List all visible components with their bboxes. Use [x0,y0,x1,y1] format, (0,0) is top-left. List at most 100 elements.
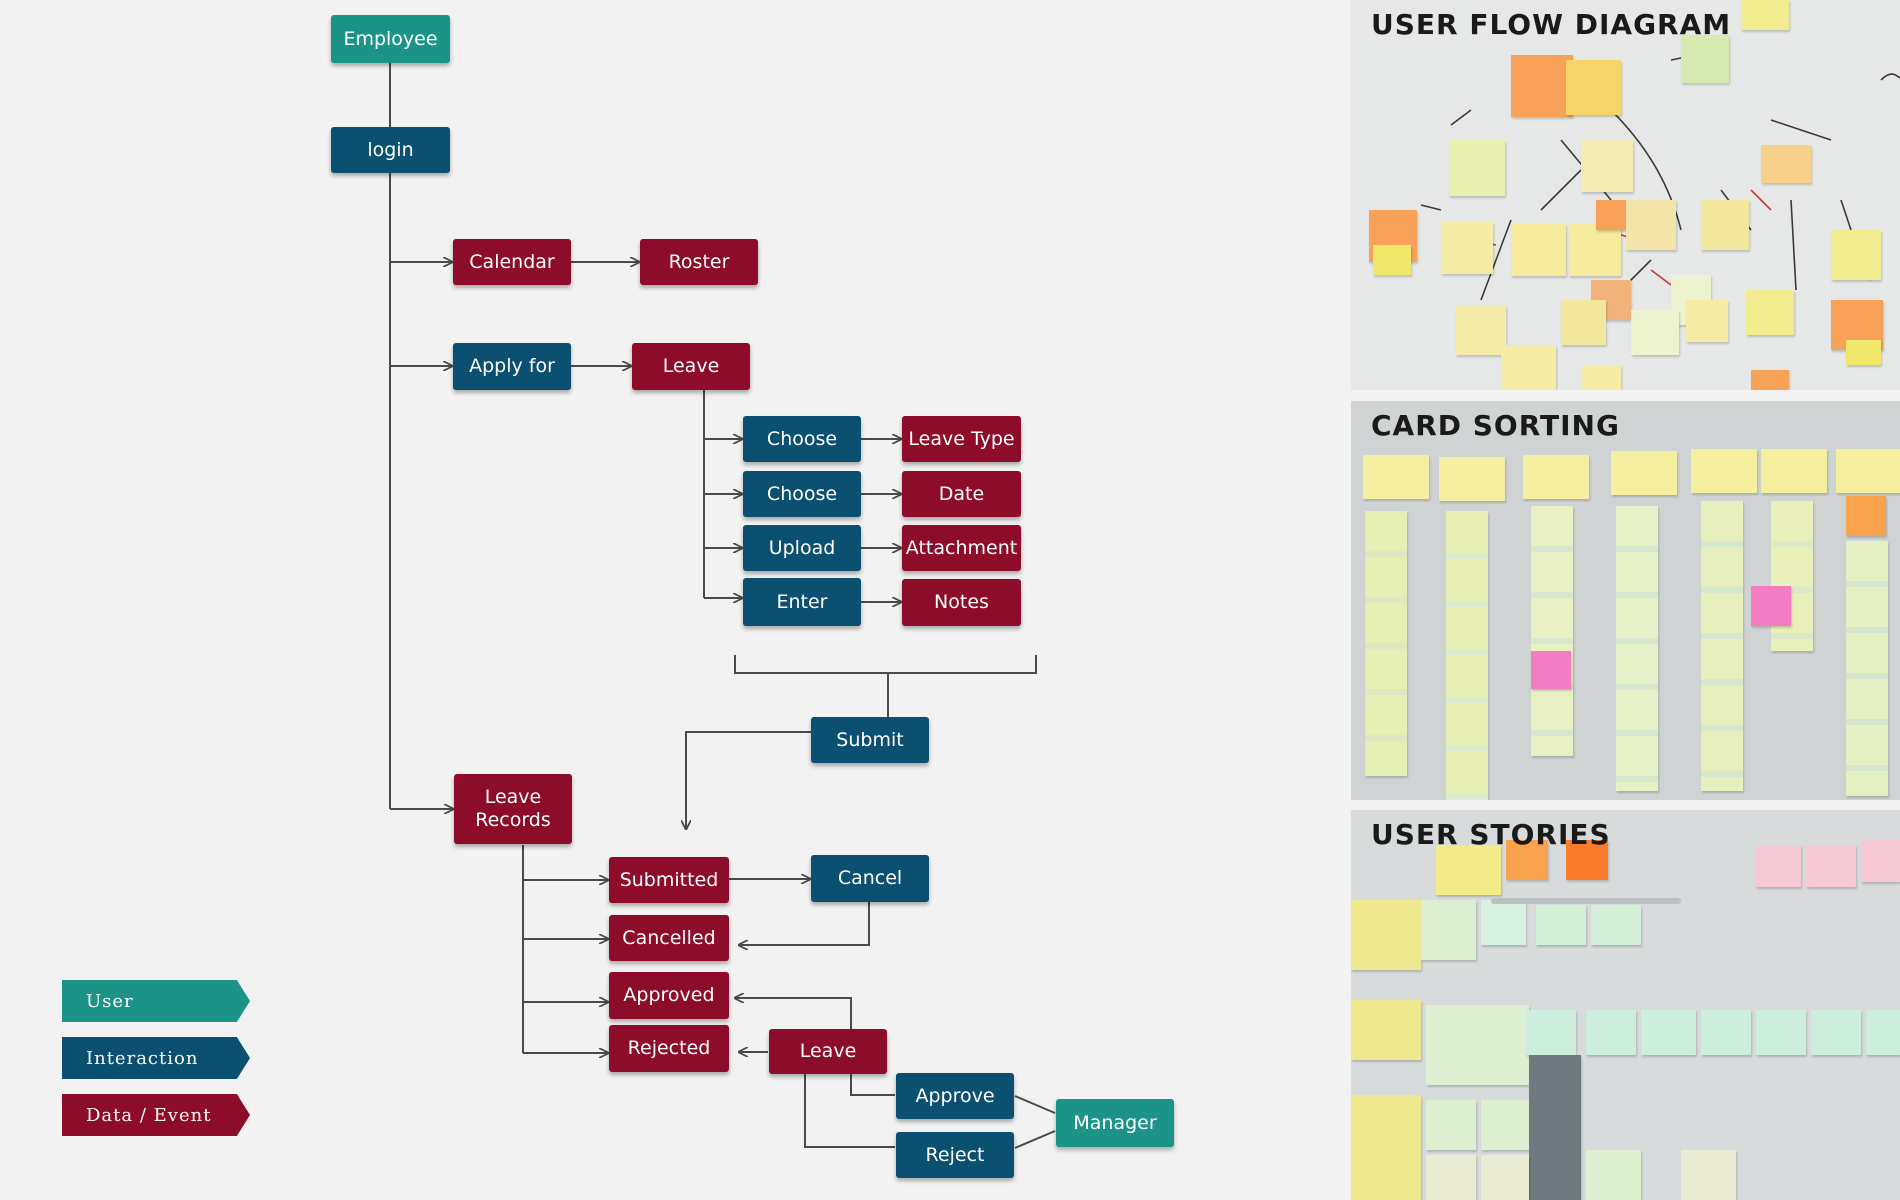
node-reject: Reject [896,1132,1014,1178]
node-cancelled: Cancelled [609,915,729,961]
sticky-note [1441,222,1493,274]
sticky-note [1531,651,1571,689]
sticky-note [1449,140,1505,196]
node-leave: Leave [632,343,750,390]
card-column-header [1836,449,1900,493]
node-approve: Approve [896,1073,1014,1119]
sticky-note [1581,365,1621,390]
arrow-submit-records [686,731,811,829]
sticky-note [1861,840,1900,882]
sticky-note [1481,1155,1529,1200]
sticky-note [1511,224,1566,276]
sticky-note [1456,305,1506,355]
sticky-note [1746,290,1794,335]
sticky-note [1756,845,1801,887]
sticky-note [1846,541,1888,796]
node-manager: Manager [1056,1099,1174,1147]
sticky-note [1641,1010,1696,1055]
legend-interaction: Interaction [62,1037,250,1079]
node-rejected: Rejected [609,1025,729,1072]
node-upload: Upload [743,525,861,571]
node-approved: Approved [609,972,729,1019]
panel-title-user-flow: USER FLOW DIAGRAM [1371,8,1732,41]
node-choose-date: Choose [743,471,861,517]
sticky-note [1771,501,1813,651]
panel-card-sorting-photo: CARD SORTING [1351,401,1900,800]
card-column-header [1439,457,1505,501]
panel-title-user-stories: USER STORIES [1371,818,1611,851]
sticky-note [1701,1010,1751,1055]
sticky-note [1591,905,1641,945]
sticky-note [1751,586,1791,626]
sticky-note [1756,1010,1806,1055]
sticky-note [1481,1005,1529,1085]
sticky-note [1741,0,1789,30]
sticky-note [1531,506,1573,756]
sticky-note [1351,900,1421,970]
sticky-note [1681,35,1729,83]
sticky-note [1446,511,1488,800]
sticky-note [1566,60,1621,115]
sticky-note [1616,506,1658,791]
sticky-note [1626,200,1676,250]
bracket [734,655,1037,674]
sticky-note [1481,1100,1529,1150]
node-login: login [331,127,450,173]
sticky-note [1846,496,1886,536]
sticky-note [1581,140,1633,192]
sticky-note [1351,1000,1421,1060]
node-cancel: Cancel [811,855,929,902]
connector-manager-approve [1014,1095,1056,1114]
node-submit: Submit [811,717,929,763]
node-calendar: Calendar [453,239,571,285]
sticky-note [1536,905,1586,945]
sticky-note [1529,1055,1581,1200]
sticky-note [1436,845,1501,895]
card-column-header [1363,455,1429,499]
legend-user: User [62,980,250,1022]
sticky-note [1351,1150,1421,1200]
node-leave-type: Leave Type [902,416,1021,462]
card-column-header [1761,449,1827,493]
sticky-note [1831,230,1881,280]
ruler [1491,898,1681,904]
sticky-note [1681,1150,1736,1200]
connector-leave-reject [804,1074,895,1148]
sticky-note [1701,501,1743,791]
card-column-header [1611,451,1677,495]
node-leave-records: Leave Records [454,774,572,844]
panel-user-flow-photo: USER FLOW DIAGRAM [1351,0,1900,390]
node-choose-type: Choose [743,416,861,462]
whiteboard-sketch [1420,54,1900,301]
node-notes: Notes [902,579,1021,626]
card-column-header [1691,449,1757,493]
node-enter: Enter [743,578,861,626]
node-apply-for: Apply for [453,343,571,390]
node-date: Date [902,471,1021,517]
sticky-note [1686,300,1728,342]
sticky-note [1501,345,1556,390]
panel-title-card-sorting: CARD SORTING [1371,409,1620,442]
sticky-note [1426,1100,1476,1150]
sticky-note [1365,511,1407,776]
sticky-note [1426,1155,1476,1200]
sticky-note [1561,300,1606,345]
sticky-note [1586,1010,1636,1055]
sticky-note [1351,1095,1421,1150]
sticky-note [1586,1150,1641,1200]
legend-data-event: Data / Event [62,1094,250,1136]
node-submitted: Submitted [609,857,729,903]
sticky-note [1566,840,1608,880]
sticky-note [1701,200,1749,250]
card-column-header [1523,455,1589,499]
node-attachment: Attachment [902,525,1021,571]
sticky-note [1806,845,1856,887]
sticky-note [1426,1005,1481,1085]
sticky-note [1761,145,1811,183]
sticky-note [1631,310,1679,355]
connector-manager-reject [1014,1130,1056,1149]
sticky-note [1421,900,1476,960]
sticky-note [1569,224,1621,276]
node-roster: Roster [640,239,758,285]
